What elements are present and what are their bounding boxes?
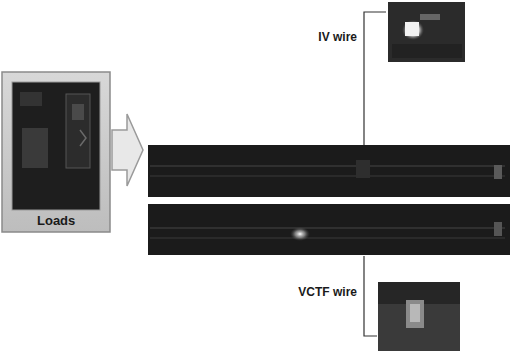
strip-detail xyxy=(356,160,370,178)
wire-trace xyxy=(150,237,505,239)
inset-background xyxy=(388,2,465,62)
frame-panel xyxy=(2,72,110,232)
thermal-inset xyxy=(388,2,465,62)
wire-trace xyxy=(150,175,505,177)
inset-detail xyxy=(392,44,462,58)
inset-detail xyxy=(420,14,440,20)
callout-label: VCTF wire xyxy=(297,285,358,299)
hot-spot xyxy=(402,20,424,40)
wire-trace xyxy=(150,227,505,229)
hot-spot xyxy=(406,300,424,328)
thermal-strip xyxy=(148,145,510,197)
inset-background xyxy=(378,282,460,351)
appliance-panel xyxy=(72,104,84,120)
appliance xyxy=(20,92,42,106)
strip-detail xyxy=(494,165,502,179)
callout-bracket xyxy=(364,256,377,336)
panel-title: Loads xyxy=(37,213,75,228)
callout-label: IV wire xyxy=(317,30,358,44)
loads-photo xyxy=(12,82,100,210)
thermal-inset xyxy=(378,282,460,351)
appliance xyxy=(22,128,48,168)
strip-background xyxy=(148,204,510,255)
strip-background xyxy=(148,145,510,197)
loads-frame xyxy=(2,72,110,232)
callout-bracket xyxy=(364,12,386,145)
loads-panel: Loads xyxy=(2,72,110,232)
flow-arrow xyxy=(112,114,143,186)
hot-spot xyxy=(290,227,310,241)
thermal-strip xyxy=(148,204,510,255)
hot-spot xyxy=(410,304,420,322)
hot-spot xyxy=(405,22,419,36)
strip-detail xyxy=(494,222,502,236)
wire-trace xyxy=(150,165,505,167)
appliance-mark xyxy=(80,130,86,146)
appliance xyxy=(66,94,90,168)
